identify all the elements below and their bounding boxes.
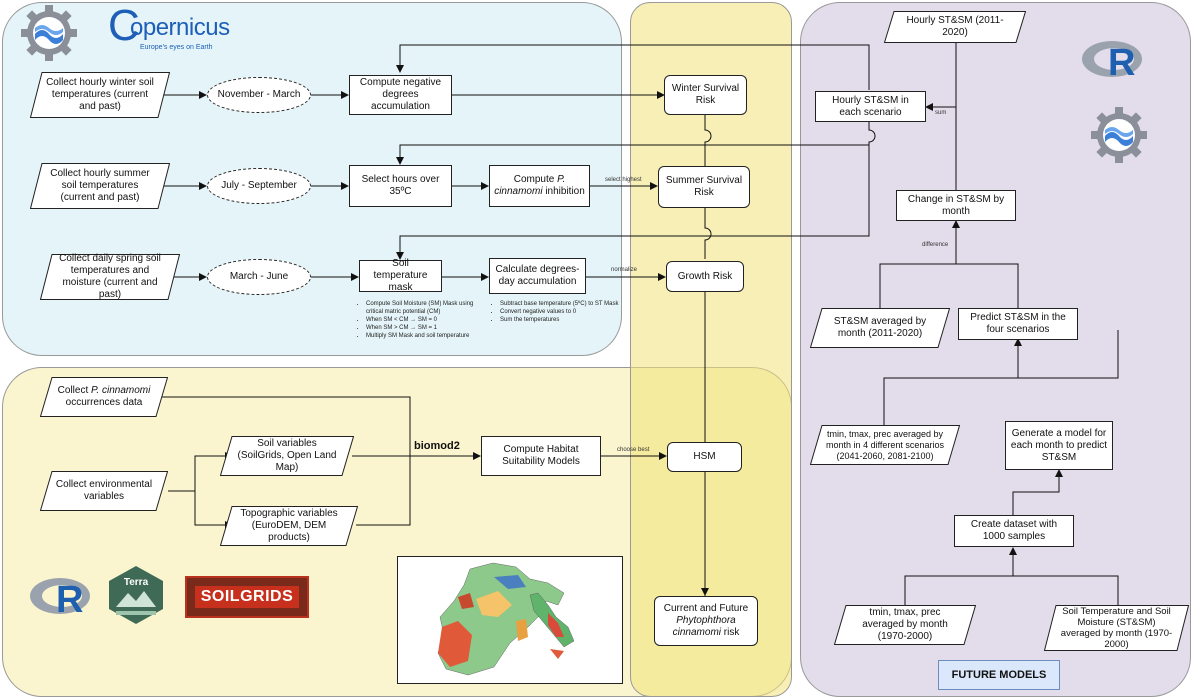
edge-loop-top — [396, 44, 870, 90]
summer-risk-node: Summer Survival Risk — [658, 166, 750, 208]
hourly-top-text: Hourly ST&SM (2011-2020) — [906, 15, 1004, 38]
spring-period-node: March - June — [207, 259, 311, 295]
terra-logo: Terra — [108, 565, 164, 625]
winter-compute-node: Compute negative degrees accumulation — [349, 75, 452, 115]
st-sm-past-text: Soil Temperature and Soil Moisture (ST&S… — [1060, 606, 1173, 650]
final-risk-node: Current and Future Phytophthora cinnamom… — [654, 596, 758, 646]
tmin-future-text: tmin, tmax, prec averaged by month in 4 … — [826, 428, 944, 461]
risk-map-image — [397, 556, 623, 684]
degree-bullet: Sum the temperatures — [500, 316, 620, 324]
soilgrids-logo: SOILGRIDS — [185, 576, 309, 618]
final-risk-pre: Current and Future — [663, 603, 749, 614]
occurrences-node: Collect P. cinnamomi occurrences data — [40, 377, 168, 417]
degree-day-node: Calculate degrees-day accumulation — [489, 258, 586, 294]
soilgrids-logo-text: SOILGRIDS — [194, 586, 300, 608]
summer-period-node: July - September — [207, 168, 311, 204]
summer-input-text: Collect hourly summer soil temperatures … — [50, 168, 150, 203]
risk-map-svg — [437, 562, 575, 676]
compute-hsm-node: Compute Habitat Suitability Models — [481, 436, 601, 476]
tmin-future-node: tmin, tmax, prec averaged by month in 4 … — [810, 425, 960, 465]
tmin-past-text: tmin, tmax, prec averaged by month (1970… — [862, 607, 948, 642]
st-sm-past-node: Soil Temperature and Soil Moisture (ST&S… — [1044, 605, 1189, 651]
final-risk-post: risk — [723, 627, 740, 638]
r-logo-right-letter: R — [1108, 42, 1136, 84]
edge-env-1 — [168, 452, 233, 492]
label-normalize: normalize — [611, 267, 638, 273]
environmental-text: Collect environmental variables — [55, 479, 153, 502]
label-biomod2: biomod2 — [414, 440, 460, 452]
topographic-node: Topographic variables (EuroDEM, DEM prod… — [220, 506, 358, 546]
topographic-text: Topographic variables (EuroDEM, DEM prod… — [240, 508, 338, 543]
label-select-highest: select highest — [605, 177, 642, 183]
terra-logo-text: Terra — [123, 577, 149, 588]
summer-compute-pre: Compute — [513, 174, 558, 185]
winter-risk-node: Winter Survival Risk — [664, 75, 747, 115]
soil-variables-node: Soil variables (SoilGrids, Open Land Map… — [220, 436, 354, 476]
google-earth-engine-logo-right — [1091, 107, 1147, 163]
edge-env-2 — [194, 491, 233, 529]
degree-bullet: Convert negative values to 0 — [500, 308, 620, 316]
predict-node: Predict ST&SM in the four scenarios — [958, 308, 1078, 340]
edge-past-in — [904, 548, 1119, 605]
occurrences-post: occurrences data — [65, 397, 143, 408]
hourly-scenario-node: Hourly ST&SM in each scenario — [815, 91, 926, 122]
google-earth-engine-logo-top — [21, 5, 77, 61]
r-logo-right: R — [1080, 37, 1146, 85]
winter-input-node: Collect hourly winter soil temperatures … — [30, 72, 170, 118]
summer-input-node: Collect hourly summer soil temperatures … — [30, 163, 170, 209]
mask-bullet: Multiply SM Mask and soil temperature — [366, 332, 486, 340]
tmin-past-node: tmin, tmax, prec averaged by month (1970… — [834, 605, 976, 645]
edge-diff — [879, 221, 1019, 312]
generate-model-node: Generate a model for each month to predi… — [1005, 421, 1113, 470]
mask-bullets: Compute Soil Moisture (SM) Mask using cr… — [356, 300, 486, 340]
edge-loop-bottom — [396, 142, 870, 260]
copernicus-logo: C opernicus Europe's eyes on Earth — [108, 4, 238, 54]
soil-mask-node: Soil temperature mask — [359, 258, 442, 293]
label-difference: difference — [922, 242, 949, 248]
mask-bullet: Compute Soil Moisture (SM) Mask using cr… — [366, 300, 486, 316]
degree-bullet: Subtract base temperature (5ºC) to ST Ma… — [500, 300, 620, 308]
spring-input-text: Collect daily spring soil temperatures a… — [59, 253, 161, 300]
edge-hourly-sum — [925, 43, 957, 111]
change-node: Change in ST&SM by month — [896, 190, 1016, 221]
final-risk-species: Phytophthora cinnamomi — [672, 615, 736, 638]
label-sum: sum — [935, 110, 947, 116]
occurrences-text: Collect P. cinnamomi occurrences data — [54, 377, 154, 417]
summer-select-node: Select hours over 35ºC — [349, 165, 452, 207]
occurrences-pre: Collect — [57, 385, 92, 396]
copernicus-wordmark: opernicus — [130, 14, 230, 41]
winter-period-node: November - March — [207, 77, 311, 113]
soil-variables-text: Soil variables (SoilGrids, Open Land Map… — [237, 438, 337, 473]
edge-loop-mid — [396, 122, 876, 165]
edge-dataset — [1012, 469, 1063, 520]
create-dataset-node: Create dataset with 1000 samples — [954, 515, 1074, 547]
occurrences-species: P. cinnamomi — [91, 385, 151, 396]
growth-risk-node: Growth Risk — [666, 261, 744, 292]
hourly-top-node: Hourly ST&SM (2011-2020) — [884, 11, 1026, 43]
environmental-node: Collect environmental variables — [40, 471, 168, 511]
r-logo-bottom: R — [28, 574, 94, 622]
copernicus-tagline: Europe's eyes on Earth — [140, 44, 213, 51]
copernicus-logo-c: C — [108, 1, 140, 50]
label-choose-best: choose best — [617, 447, 650, 453]
r-logo-bottom-letter: R — [56, 579, 84, 621]
mask-bullet: When SM < CM → SM = 0 — [366, 316, 486, 324]
edge-occ — [162, 396, 411, 526]
degree-bullets: Subtract base temperature (5ºC) to ST Ma… — [490, 300, 620, 324]
mask-bullet: When SM > CM → SM = 1 — [366, 324, 486, 332]
summer-compute-node: Compute P. cinnamomi inhibition — [489, 165, 590, 207]
summer-compute-species: P. cinnamomi — [494, 174, 566, 197]
spring-input-node: Collect daily spring soil temperatures a… — [40, 253, 180, 300]
winter-input-text: Collect hourly winter soil temperatures … — [46, 77, 154, 112]
edge-spine — [704, 115, 712, 596]
hsm-node: HSM — [667, 442, 742, 472]
averaged-2011-text: ST&SM averaged by month (2011-2020) — [833, 316, 927, 339]
future-models-label: FUTURE MODELS — [938, 660, 1060, 690]
summer-compute-post: inhibition — [542, 186, 585, 197]
averaged-2011-node: ST&SM averaged by month (2011-2020) — [810, 308, 950, 348]
